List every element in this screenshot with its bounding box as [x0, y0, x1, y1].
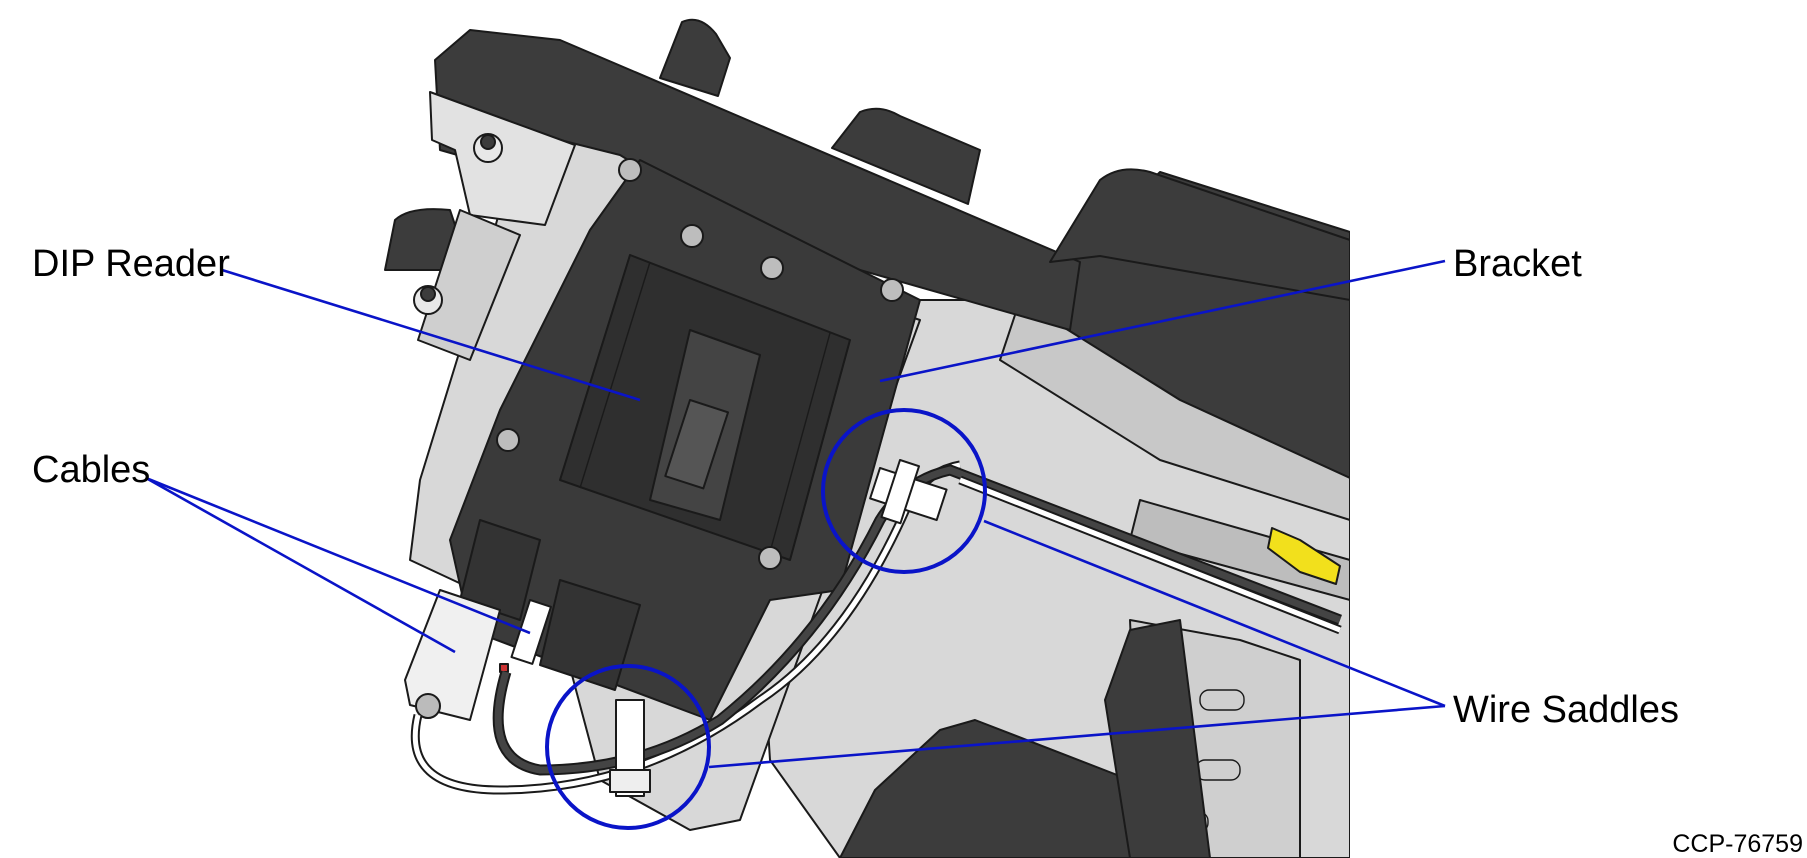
- bottom-feet: [839, 619, 1211, 858]
- label-dip-reader: DIP Reader: [32, 243, 230, 285]
- label-bracket: Bracket: [1453, 243, 1582, 285]
- leader-wire-saddles-2: [708, 704, 1446, 769]
- callout-circle-upper: [821, 408, 987, 574]
- leader-bracket: [879, 259, 1446, 383]
- wire-saddle-lower: [609, 699, 651, 797]
- callout-circle-lower: [545, 664, 711, 830]
- illustration: [384, 0, 1807, 858]
- wire-saddle-upper: [869, 459, 948, 525]
- reader-screws: [496, 158, 904, 570]
- label-wire-saddles: Wire Saddles: [1453, 689, 1679, 731]
- bracket-screws: [413, 133, 503, 315]
- callout-circles: [545, 408, 987, 830]
- dip-reader-body: [449, 158, 921, 721]
- leader-cables-1: [145, 476, 456, 654]
- leader-cables-2: [145, 476, 531, 635]
- leader-wire-saddles-1: [983, 519, 1446, 708]
- top-bezel: [384, 18, 1351, 331]
- figure-code: CCP-76759: [1672, 830, 1803, 858]
- labels: DIP Reader Bracket Cables Wire Saddles C…: [32, 243, 1803, 858]
- leader-dip-reader: [221, 268, 641, 402]
- label-cables: Cables: [32, 449, 150, 491]
- cable-holder: [404, 589, 552, 721]
- leader-lines: [145, 259, 1446, 769]
